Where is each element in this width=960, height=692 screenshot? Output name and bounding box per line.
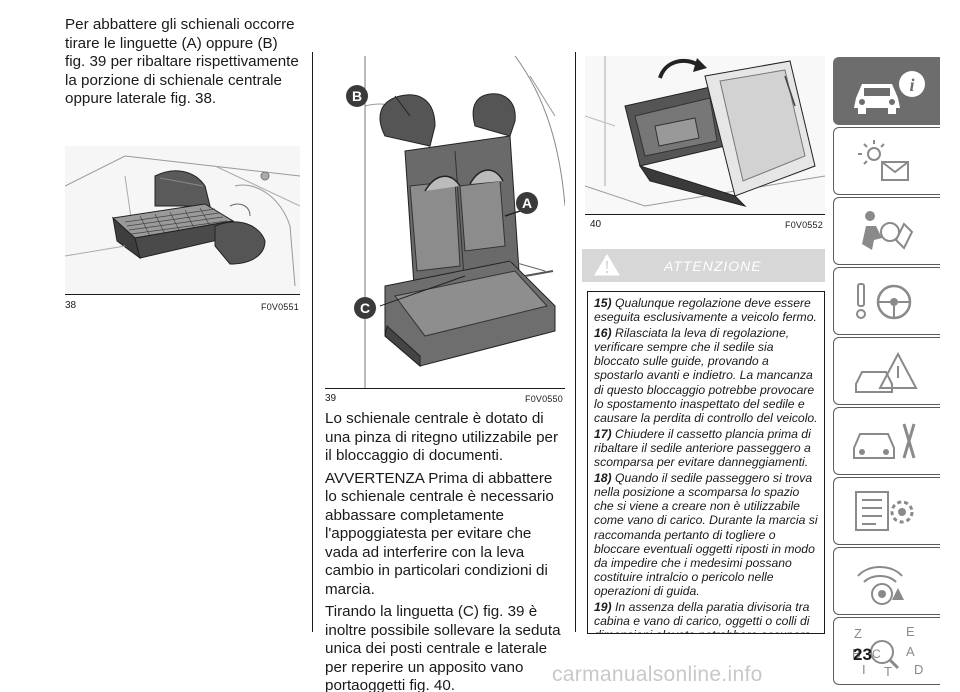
fig40-caption-rule [585,214,825,215]
warning-item-number: 16) [594,326,612,341]
tab-car-info[interactable]: i [833,57,940,125]
warning-item-text: Rilasciata la leva di regolazione, verif… [594,326,818,425]
paragraph-advertenza: AVVERTENZA Prima di abbattere lo schiena… [325,469,554,598]
column2-text: Lo schienale centrale è dotato di una pi… [325,410,565,692]
warning-item: 16) Rilasciata la leva di regolazione, v… [594,326,818,425]
fig40-number: 40 [590,219,602,230]
warning-item-number: 17) [594,426,612,441]
page-number: 23 [853,645,872,664]
index-icon: Z E B A I C T D [852,624,923,679]
fig39-caption-rule [325,388,565,389]
figure-38 [65,146,300,294]
tab-technical-data[interactable] [833,477,940,545]
warning-item-text: Qualunque regolazione deve essere esegui… [594,296,817,325]
starting-driving-icon [856,283,912,320]
multimedia-icon [857,566,904,605]
fig38-number: 38 [65,300,77,311]
paragraph-document-clip: Lo schienale centrale è dotato di una pi… [325,410,559,464]
warning-item-number: 15) [594,296,612,310]
warning-triangle-icon [594,254,620,276]
warning-lights-icon [858,140,909,181]
index-letter: B [852,646,861,661]
warning-item: 15) Qualunque regolazione deve essere es… [594,296,818,324]
warning-title: ATTENZIONE [664,258,762,274]
tab-maintenance[interactable] [833,407,940,475]
index-letter: I [862,662,866,677]
warning-item-text: In assenza della paratia divisoria tra c… [594,599,811,633]
fig38-caption-rule [65,294,300,295]
label-b: B [352,88,362,104]
intro-paragraph: Per abbattere gli schienali occorre tira… [65,16,299,107]
label-c: C [360,300,370,316]
storage-compartment-illustration [585,56,825,214]
tab-emergency[interactable] [833,337,940,405]
warning-item: 19) In assenza della paratia divisoria t… [594,599,818,633]
fig39-number: 39 [325,393,337,404]
car-info-icon: i [854,71,925,114]
warning-item-number: 18) [594,471,612,486]
tab-starting-driving[interactable] [833,267,940,335]
tab-multimedia[interactable] [833,547,940,615]
label-a: A [522,195,532,211]
warning-item: 18) Quando il sedile passeggero si trova… [594,471,818,598]
maintenance-icon [853,423,916,459]
fig39-code: F0V0550 [525,394,563,404]
column-divider-1 [312,52,313,632]
seat-folded-illustration [65,146,300,294]
column-divider-2 [575,52,576,632]
figure-40 [585,56,825,214]
index-letter: Z [854,626,862,641]
watermark: carmanualsonline.info [552,663,763,686]
tab-safety[interactable] [833,197,940,265]
warning-header: ATTENZIONE [582,249,825,282]
tab-warning-lights[interactable] [833,127,940,195]
warning-item-text: Quando il sedile passeggero si trova nel… [594,471,818,598]
figure-39: B A C [325,56,565,388]
warning-box: 15) Qualunque regolazione deve essere es… [587,291,825,634]
warning-item-number: 19) [594,599,612,614]
rear-seat-illustration: B A C [325,56,565,388]
svg-text:i: i [909,75,914,95]
warning-item: 17) Chiudere il cassetto plancia prima d… [594,427,818,469]
tab-index[interactable]: Z E B A I C T D [833,617,940,685]
index-letter: E [906,624,915,639]
paragraph-storage-compartment: Tirando la linguetta (C) fig. 39 è inolt… [325,603,561,692]
emergency-icon [855,351,918,393]
index-letter: D [914,662,923,677]
index-letter: T [884,664,892,679]
technical-data-icon [855,491,914,531]
safety-airbag-icon [862,211,914,250]
warning-item-text: Chiudere il cassetto plancia prima di ri… [594,426,811,470]
index-letter: A [906,644,915,659]
fig40-code: F0V0552 [785,220,823,230]
index-letter: C [872,647,881,661]
fig38-code: F0V0551 [261,302,299,312]
